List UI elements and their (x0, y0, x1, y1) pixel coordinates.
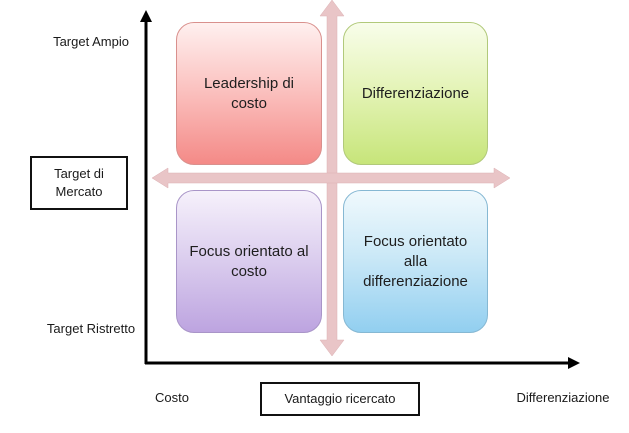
x-axis-left-label: Costo (155, 390, 189, 405)
x-axis-right-label: Differenziazione (516, 390, 610, 405)
quadrant-differenziazione-label: Differenziazione (361, 84, 470, 102)
quadrant-focus-orientato-alla-differenziazione: Focus orientato alla differenziazione (343, 190, 488, 333)
quadrant-leadership-di-costo-label: Leadership di costo (203, 74, 295, 112)
quadrant-focus-orientato-al-costo: Focus orientato al costo (176, 190, 322, 333)
y-axis-bottom-label: Target Ristretto (46, 321, 136, 336)
axes (140, 10, 580, 369)
horizontal-double-arrow (151, 167, 511, 189)
y-axis-arrowhead (140, 10, 152, 22)
cross-arrows (151, 0, 511, 357)
x-axis-title: Vantaggio ricercato (260, 382, 420, 416)
quadrant-focus-orientato-alla-differenziazione-label: Focus orientato alla differenziazione (363, 232, 468, 290)
quadrant-leadership-di-costo: Leadership di costo (176, 22, 322, 165)
x-axis-arrowhead (568, 357, 580, 369)
quadrant-differenziazione: Differenziazione (343, 22, 488, 165)
y-axis-title: Target di Mercato (30, 156, 128, 210)
quadrant-focus-orientato-al-costo-label: Focus orientato al costo (189, 242, 309, 280)
y-axis-top-label: Target Ampio (53, 34, 129, 49)
